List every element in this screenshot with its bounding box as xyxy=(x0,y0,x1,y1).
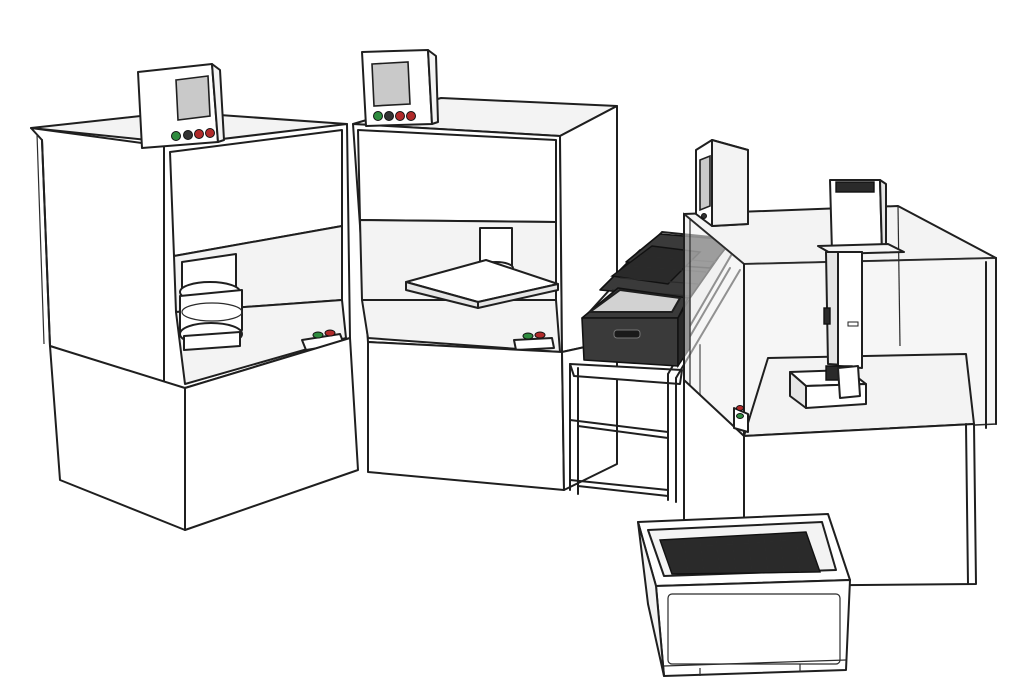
press-station-middle xyxy=(352,49,618,491)
control-pad-middle xyxy=(513,331,555,351)
hmi-panel-left xyxy=(137,63,225,149)
control-pad-robot xyxy=(733,405,749,433)
hmi-panel-middle xyxy=(361,49,439,127)
press-station-left xyxy=(30,63,359,531)
output-bin xyxy=(637,513,851,677)
robot-cell xyxy=(683,139,997,587)
press-tool-left xyxy=(179,253,243,351)
front-crate xyxy=(581,287,691,369)
bin-parts xyxy=(659,531,821,575)
press-tool-middle xyxy=(405,227,559,309)
hmi-panel-robot xyxy=(695,139,749,227)
gantry-axis xyxy=(789,179,905,409)
